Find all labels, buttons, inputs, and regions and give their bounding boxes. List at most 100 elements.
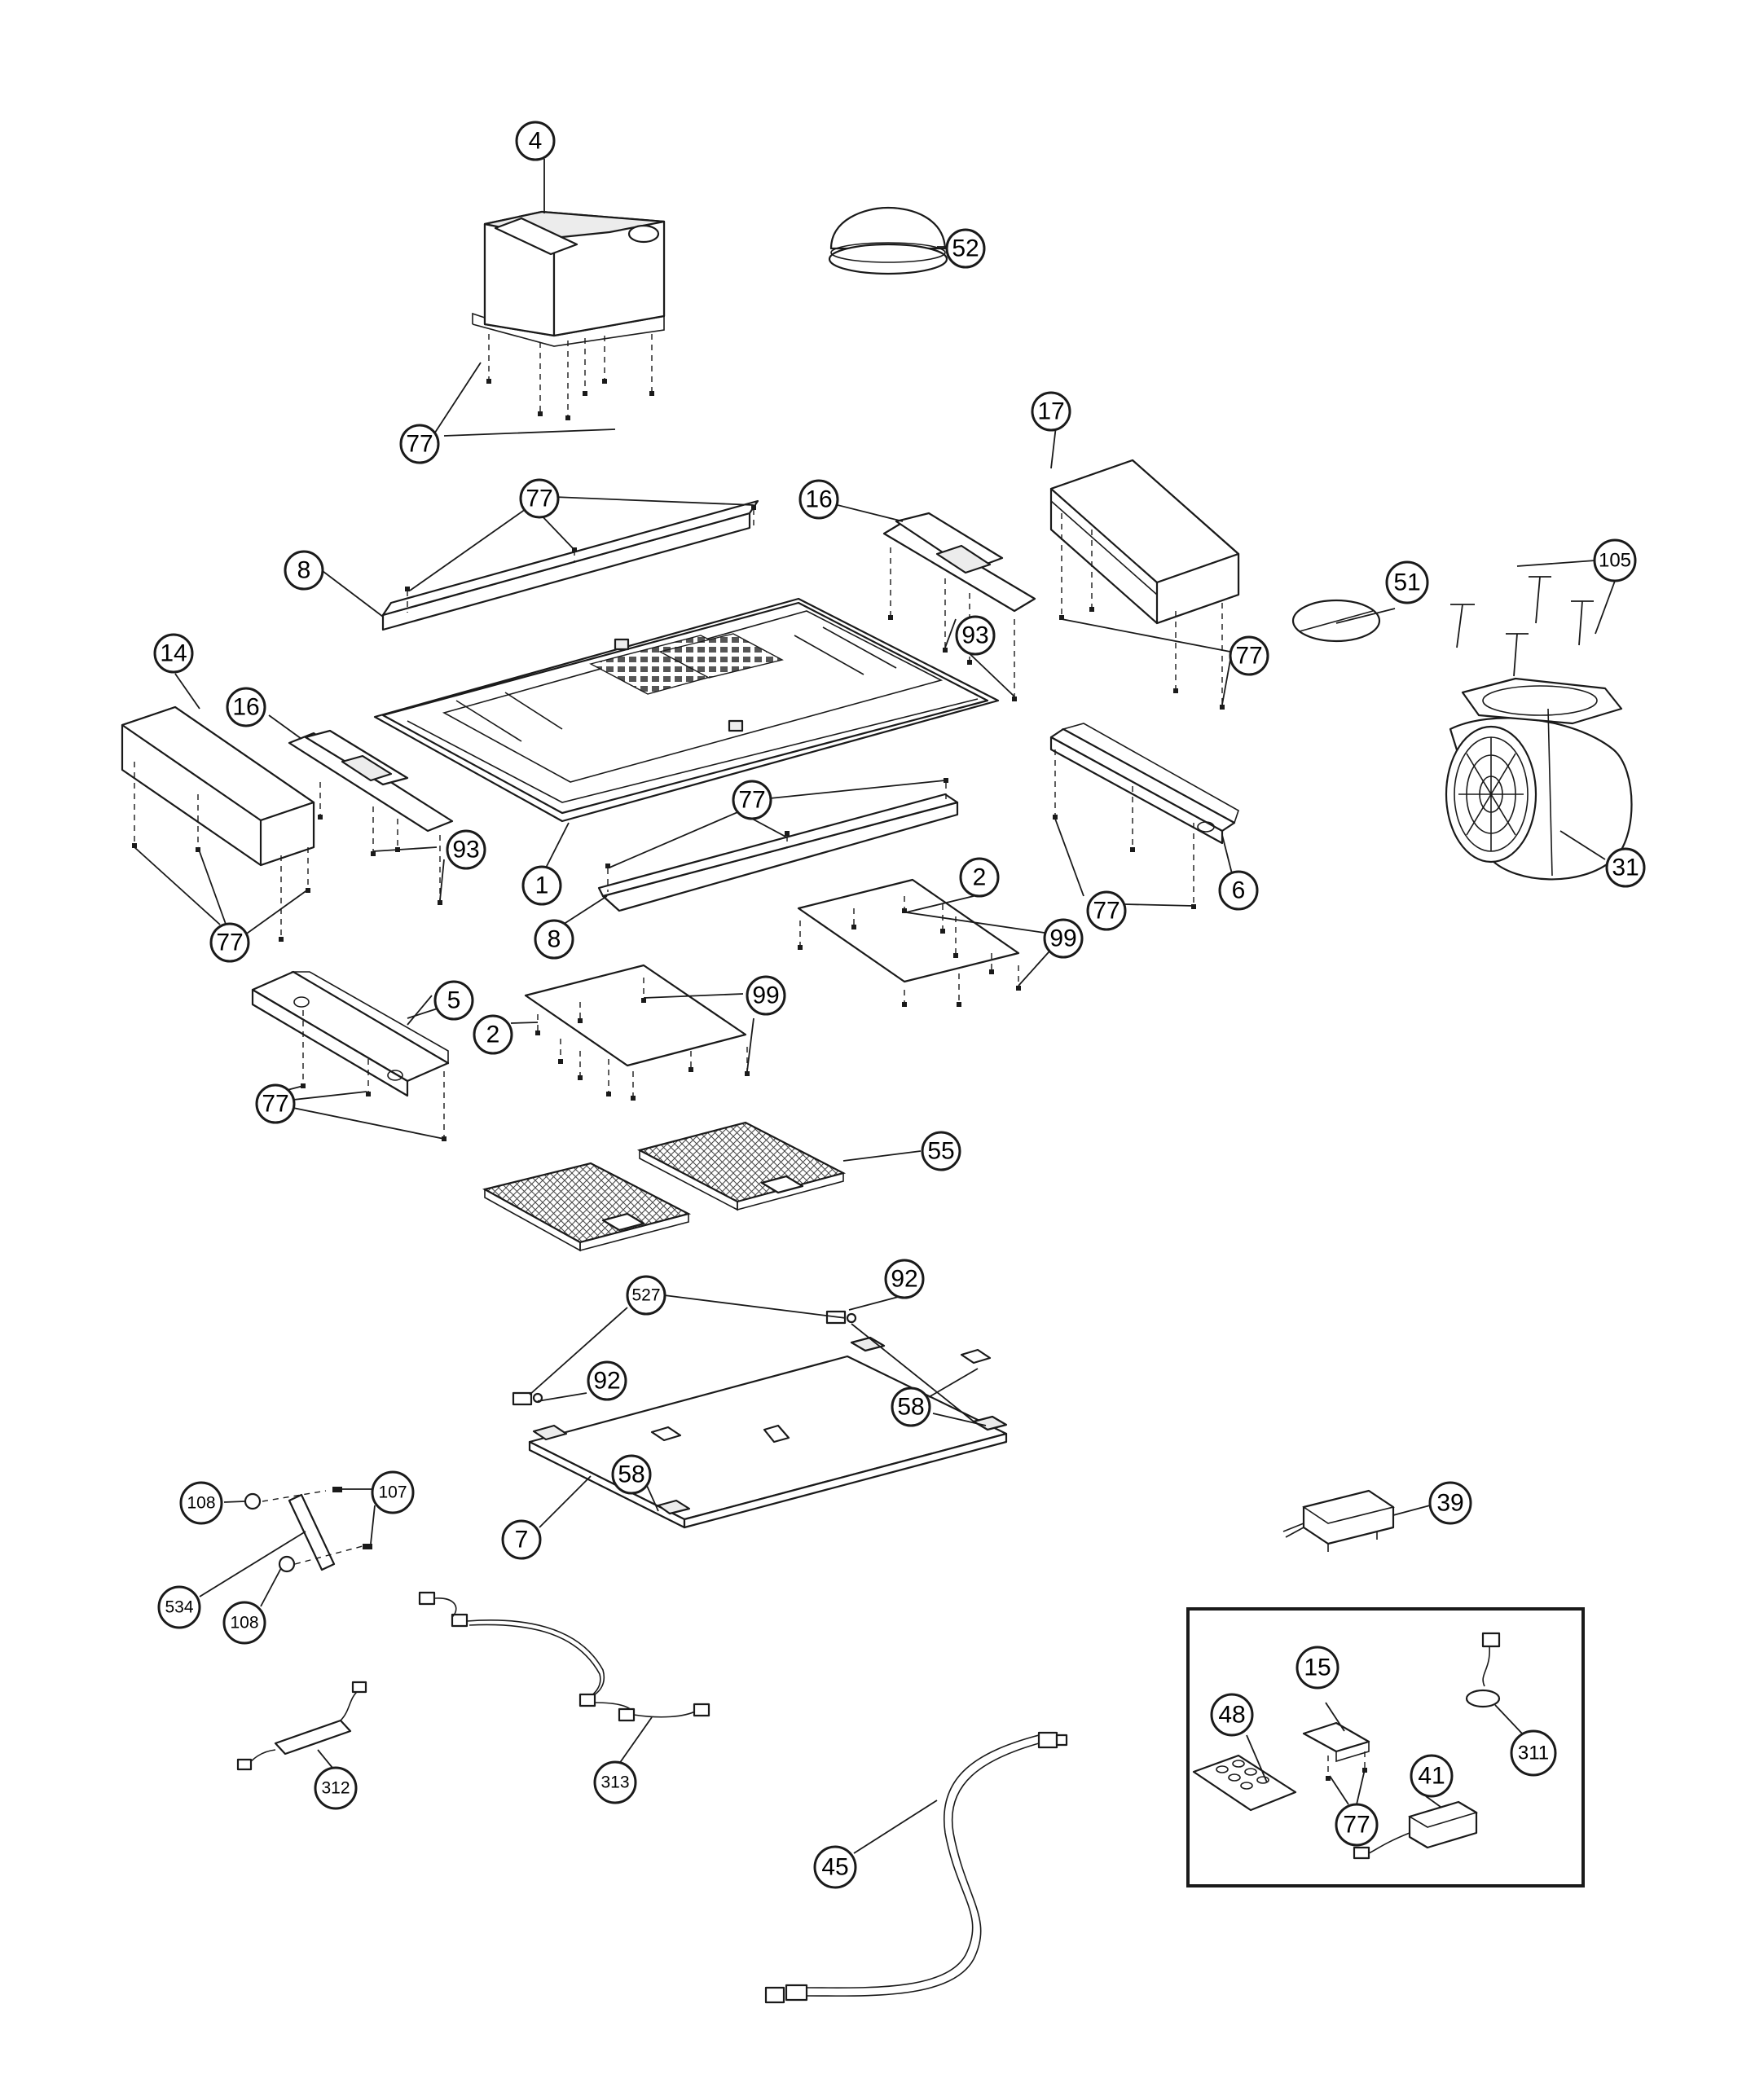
callout-311: 311 — [1510, 1729, 1557, 1777]
part-39-transformer — [1282, 1489, 1395, 1552]
part-312-led-driver — [236, 1681, 367, 1771]
callout-52: 52 — [945, 228, 986, 269]
svg-text:534: 534 — [165, 1598, 193, 1617]
svg-text:7: 7 — [515, 1527, 529, 1553]
callouts: 4 52 77 17 16 77 8 51 105 93 77 14 16 93… — [153, 121, 1646, 1889]
svg-text:313: 313 — [600, 1773, 629, 1792]
part-4-blower-box — [472, 210, 666, 420]
part-55-filters — [482, 1121, 847, 1252]
callout-108: 108 — [179, 1481, 223, 1525]
svg-text:14: 14 — [160, 640, 187, 667]
svg-text:77: 77 — [216, 929, 243, 956]
callout-93: 93 — [955, 615, 996, 656]
svg-text:1: 1 — [535, 872, 549, 899]
callout-58: 58 — [891, 1386, 931, 1427]
callout-2: 2 — [473, 1014, 513, 1055]
callout-99: 99 — [1043, 918, 1084, 959]
callout-108: 108 — [222, 1601, 266, 1645]
callout-4: 4 — [515, 121, 556, 161]
callout-8: 8 — [284, 550, 324, 591]
svg-text:51: 51 — [1393, 569, 1420, 596]
callout-16: 16 — [798, 479, 839, 520]
svg-text:2: 2 — [486, 1022, 500, 1048]
svg-text:77: 77 — [262, 1091, 288, 1118]
callout-58: 58 — [611, 1454, 652, 1495]
callout-92: 92 — [884, 1259, 925, 1299]
callout-77: 77 — [519, 478, 560, 519]
svg-text:93: 93 — [452, 837, 479, 864]
callout-77: 77 — [209, 922, 250, 963]
callout-77: 77 — [255, 1083, 296, 1124]
callout-6: 6 — [1218, 870, 1259, 911]
svg-text:312: 312 — [321, 1779, 350, 1798]
svg-text:99: 99 — [1049, 925, 1076, 952]
svg-text:77: 77 — [526, 486, 552, 512]
part-14-left-cover — [121, 705, 315, 942]
callout-48: 48 — [1210, 1693, 1254, 1737]
svg-text:15: 15 — [1304, 1655, 1331, 1681]
svg-text:92: 92 — [891, 1266, 917, 1293]
svg-text:31: 31 — [1612, 855, 1639, 881]
svg-text:55: 55 — [927, 1138, 954, 1165]
part-16-bracket-left — [288, 729, 454, 905]
svg-text:4: 4 — [529, 128, 543, 155]
callout-31: 31 — [1605, 847, 1646, 888]
part-45-cable — [764, 1731, 1068, 2004]
part-534-light-rod — [244, 1487, 372, 1573]
svg-text:108: 108 — [230, 1614, 258, 1633]
callout-8: 8 — [534, 919, 574, 960]
part-16-bracket-upper — [882, 512, 1036, 701]
svg-text:5: 5 — [447, 987, 461, 1014]
callout-77: 77 — [732, 780, 772, 820]
inset-box — [1186, 1607, 1585, 1887]
part-2-panel-right — [797, 878, 1021, 1007]
svg-text:99: 99 — [752, 982, 779, 1009]
callout-107: 107 — [371, 1470, 415, 1514]
svg-text:77: 77 — [406, 431, 433, 458]
callout-99: 99 — [746, 975, 786, 1016]
callout-5: 5 — [433, 980, 474, 1021]
callout-312: 312 — [314, 1766, 358, 1810]
svg-text:92: 92 — [593, 1368, 620, 1395]
svg-text:311: 311 — [1518, 1742, 1549, 1764]
svg-text:77: 77 — [1343, 1812, 1370, 1839]
svg-text:41: 41 — [1418, 1763, 1445, 1790]
svg-text:105: 105 — [1599, 550, 1631, 572]
callout-527: 527 — [626, 1275, 666, 1316]
part-31-blower — [1445, 677, 1633, 881]
callout-55: 55 — [921, 1131, 961, 1171]
callout-1: 1 — [521, 865, 562, 906]
svg-text:6: 6 — [1232, 877, 1246, 904]
svg-text:8: 8 — [297, 557, 311, 584]
svg-text:77: 77 — [738, 787, 765, 814]
svg-text:52: 52 — [952, 235, 979, 262]
callout-534: 534 — [157, 1585, 201, 1629]
callout-7: 7 — [501, 1519, 542, 1560]
callout-45: 45 — [813, 1845, 857, 1889]
svg-text:48: 48 — [1218, 1702, 1245, 1729]
callout-2: 2 — [959, 857, 1000, 898]
leader-lines — [134, 159, 1618, 1854]
svg-text:2: 2 — [973, 864, 987, 891]
callout-17: 17 — [1031, 391, 1071, 432]
callout-51: 51 — [1385, 560, 1429, 604]
part-1-hood-body — [373, 597, 1000, 823]
callout-14: 14 — [153, 633, 194, 674]
svg-text:17: 17 — [1037, 398, 1064, 425]
svg-text:58: 58 — [897, 1394, 924, 1421]
callout-313: 313 — [593, 1760, 637, 1804]
callout-77: 77 — [1335, 1803, 1379, 1847]
part-52-dome-cap — [828, 206, 948, 275]
svg-text:16: 16 — [232, 694, 259, 721]
callout-16: 16 — [226, 687, 266, 727]
callout-77: 77 — [399, 424, 440, 464]
svg-text:77: 77 — [1093, 898, 1120, 925]
svg-text:8: 8 — [548, 926, 561, 953]
callout-77: 77 — [1229, 635, 1269, 676]
part-313-wire-harness — [418, 1591, 710, 1722]
part-2-panel-left — [524, 964, 750, 1101]
callout-41: 41 — [1410, 1754, 1454, 1798]
part-8-rail-upper — [381, 499, 759, 631]
part-6-right-channel — [1049, 723, 1239, 909]
